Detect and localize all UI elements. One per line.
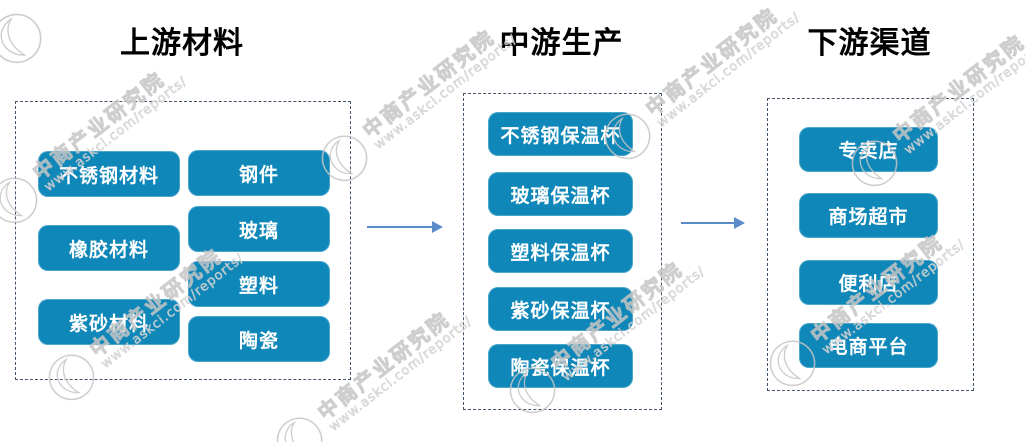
node-midstream-stainless-cup: 不锈钢保温杯: [488, 112, 633, 156]
node-upstream-zisha-material: 紫砂材料: [38, 299, 180, 345]
node-downstream-ecommerce: 电商平台: [799, 323, 938, 368]
node-upstream-plastic: 塑料: [188, 261, 330, 307]
midstream-title: 中游生产: [499, 26, 624, 61]
node-upstream-glass: 玻璃: [188, 206, 330, 252]
node-upstream-ceramic: 陶瓷: [188, 316, 330, 362]
midstream-group-box: [463, 93, 662, 410]
arrow-midstream-to-downstream: [681, 217, 745, 229]
askci-logo-icon: [276, 417, 323, 442]
node-upstream-stainless-material: 不锈钢材料: [38, 151, 180, 197]
node-downstream-convenience-store: 便利店: [799, 260, 938, 305]
node-upstream-steel-parts: 钢件: [188, 150, 330, 196]
node-downstream-supermarket: 商场超市: [799, 193, 938, 238]
node-downstream-specialty-store: 专卖店: [799, 127, 938, 172]
node-upstream-rubber-material: 橡胶材料: [38, 225, 180, 271]
node-midstream-ceramic-cup: 陶瓷保温杯: [488, 344, 633, 388]
upstream-title: 上游材料: [120, 26, 244, 61]
upstream-group-box: [15, 101, 351, 380]
node-midstream-plastic-cup: 塑料保温杯: [488, 229, 633, 273]
node-midstream-glass-cup: 玻璃保温杯: [488, 172, 633, 216]
arrow-upstream-to-midstream: [367, 221, 443, 233]
downstream-title: 下游渠道: [807, 26, 932, 61]
node-midstream-zisha-cup: 紫砂保温杯: [488, 287, 633, 331]
downstream-group-box: [767, 98, 974, 391]
